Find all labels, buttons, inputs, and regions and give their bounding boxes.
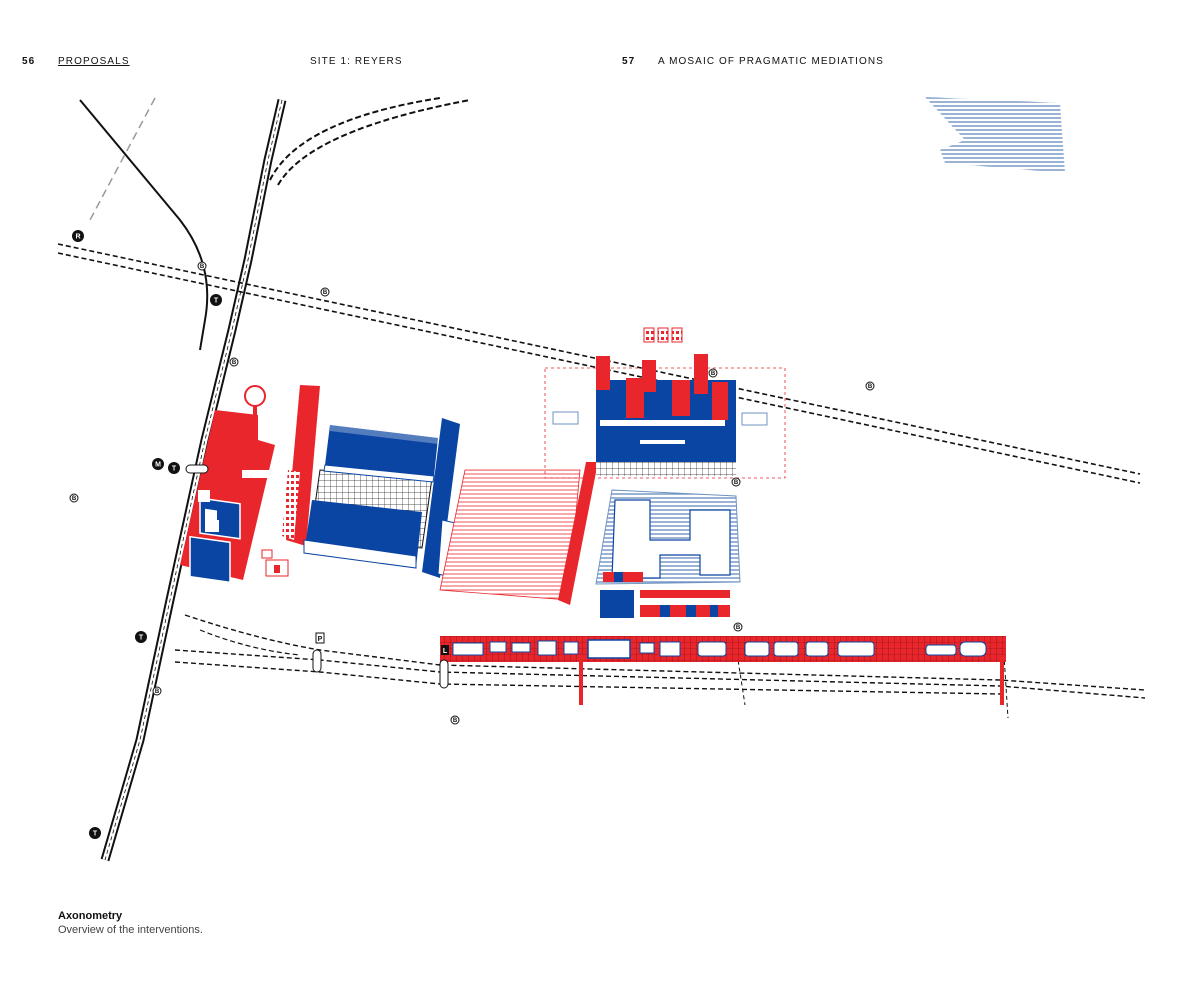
grey-dashed-line <box>89 97 156 221</box>
existing-buildings <box>595 489 741 585</box>
svg-text:B: B <box>868 384 873 390</box>
bus-stop-icon: B <box>229 357 239 367</box>
left-page-number: 56 <box>22 56 36 67</box>
main-road <box>100 98 287 862</box>
svg-text:B: B <box>734 480 739 486</box>
tram-stop-icon: T <box>168 462 180 474</box>
svg-text:B: B <box>453 718 458 724</box>
bus-stop-icon: B <box>152 686 162 696</box>
railway-curve <box>269 97 471 186</box>
svg-text:T: T <box>172 466 177 473</box>
small-red-structures <box>261 549 289 577</box>
bus-stop-icon: B <box>865 381 875 391</box>
caption-subtitle: Overview of the interventions. <box>58 924 203 936</box>
residential-block <box>544 327 786 479</box>
svg-text:B: B <box>736 625 741 631</box>
parking-pill <box>312 649 322 673</box>
bus-stop-icon: B <box>320 287 330 297</box>
striped-plaza <box>439 469 581 601</box>
site-title: SITE 1: REYERS <box>310 56 403 67</box>
bus-stop-icon: B <box>733 622 743 632</box>
tram-stop-icon: T <box>135 631 147 643</box>
red-slab-east <box>558 462 598 605</box>
bus-stop-icon: B <box>450 715 460 725</box>
station-complex <box>180 385 275 584</box>
svg-text:B: B <box>323 290 328 296</box>
right-page-number: 57 <box>622 56 636 67</box>
bus-stop-icon: B <box>69 493 79 503</box>
metro-stop-icon: M <box>152 458 164 470</box>
tram-line <box>79 99 209 351</box>
parking-icon: P <box>315 632 325 644</box>
left-section-title[interactable]: PROPOSALS <box>58 56 130 67</box>
caption-title: Axonometry <box>58 910 123 922</box>
svg-text:B: B <box>711 371 716 377</box>
svg-text:M: M <box>155 462 161 469</box>
svg-text:B: B <box>155 689 160 695</box>
svg-text:L: L <box>443 648 448 655</box>
svg-text:P: P <box>318 636 323 643</box>
svg-text:T: T <box>139 635 144 642</box>
tram-stop-icon: T <box>89 827 101 839</box>
right-page-title: A MOSAIC OF PRAGMATIC MEDIATIONS <box>658 56 884 67</box>
tram-stop-icon: T <box>210 294 222 306</box>
bus-stop-icon: B <box>197 261 207 271</box>
svg-text:T: T <box>214 298 219 305</box>
svg-text:B: B <box>72 496 77 502</box>
linear-park <box>439 636 1006 705</box>
lift-icon: L <box>441 645 449 655</box>
rail-stop-icon: R <box>72 230 84 242</box>
svg-text:B: B <box>232 360 237 366</box>
hatched-field <box>925 97 1065 173</box>
station-pill <box>185 464 209 474</box>
plinths <box>600 572 730 618</box>
bus-stop-icon: B <box>731 477 741 487</box>
bus-stop-icon: B <box>708 368 718 378</box>
svg-text:R: R <box>75 234 80 241</box>
warehouse-blocks <box>303 425 438 569</box>
svg-text:T: T <box>93 831 98 838</box>
svg-text:B: B <box>200 264 205 270</box>
blue-tower-slab <box>422 418 460 578</box>
